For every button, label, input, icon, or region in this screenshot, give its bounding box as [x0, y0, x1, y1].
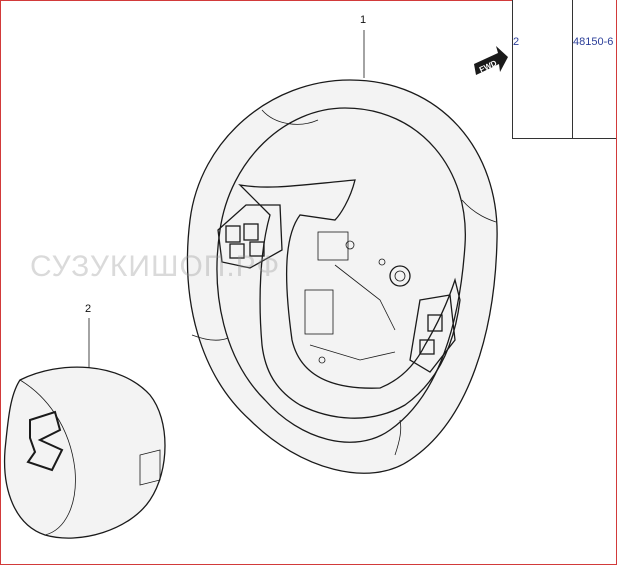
fwd-arrow-icon: [474, 46, 508, 75]
parts-table: 2 48150-6: [512, 0, 616, 139]
watermark: СУЗУКИШОП.РФ: [30, 250, 281, 283]
callout-1-label: 1: [360, 14, 367, 26]
steering-wheel-rim: [186, 79, 498, 474]
table-divider: [572, 0, 573, 138]
left-switch-cluster: [217, 204, 283, 269]
table-part-number-cell[interactable]: 48150-6: [573, 36, 614, 48]
table-position-cell[interactable]: 2: [513, 36, 520, 48]
airbag-module: [3, 366, 166, 539]
steering-wheel-hub: [238, 179, 461, 419]
suzuki-logo-icon: [26, 410, 64, 472]
right-switch-cluster: [409, 294, 456, 373]
callout-2-label: 2: [85, 303, 92, 315]
